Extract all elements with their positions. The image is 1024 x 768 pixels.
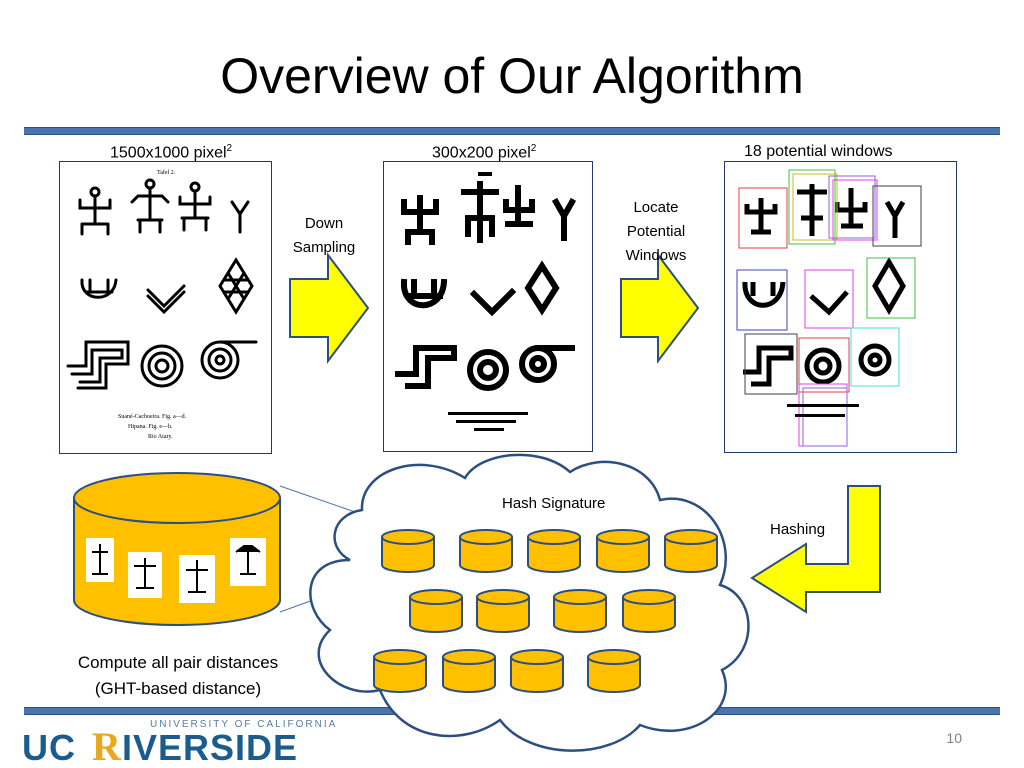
glyph-h [66,340,130,390]
panel-3-label: 18 potential windows [744,143,893,160]
window-box [872,185,922,247]
bucket-row-1 [381,529,718,573]
figure-caption-1: Suané-Cachoeira. Fig. a—d. [118,414,187,420]
downsampled-figure [395,172,577,431]
bucket-row-3 [373,649,641,693]
glyph-g [218,257,254,315]
windows-figure [736,169,922,447]
svg-text:UNIVERSITY OF CALIFORNIA: UNIVERSITY OF CALIFORNIA [150,719,337,730]
hashing-label: Hashing [770,521,826,538]
glyph-f [146,284,186,315]
window-box [788,169,836,245]
downsampled-image-panel [383,161,593,452]
hash-bucket [442,649,496,693]
window-box [744,333,798,395]
original-image-panel: Tafel 2. [59,161,272,454]
hash-signature-title: Hash Signature [502,495,606,512]
window-box [850,327,900,387]
glyph-d [230,200,250,234]
hash-bucket [527,529,581,573]
glyph-b [130,178,170,234]
hash-bucket [459,529,513,573]
figure-caption-2: Hipana. Fig. e—h. [128,424,173,430]
database-glyph-thumbnails [86,538,266,603]
hash-bucket [510,649,564,693]
ucr-logo: UNIVERSITY OF CALIFORNIA UC R IVERSIDE [22,717,402,768]
figure-header: Tafel 2. [157,169,176,176]
svg-text:R: R [92,724,122,763]
window-box [866,257,916,319]
svg-text:UC: UC [22,727,76,763]
hash-bucket [587,649,641,693]
window-box [792,173,838,241]
distance-caption: Compute all pair distances (GHT-based di… [77,653,279,698]
slide-title: Overview of Our Algorithm [220,48,804,104]
ucr-logo-mark: UNIVERSITY OF CALIFORNIA UC R IVERSIDE [22,719,337,768]
window-box [798,337,850,393]
panel-2-label: 300x200 pixel2 [432,143,537,162]
potential-windows-panel [724,161,957,453]
glyph-a [78,186,112,236]
bucket-row-2 [409,589,676,633]
hash-bucket [664,529,718,573]
hash-bucket [553,589,607,633]
page-number: 10 [946,730,962,746]
glyph-k [200,340,258,380]
figure-caption-3: Rio Aiary. [148,434,173,440]
petroglyph-figure: Tafel 2. [66,169,258,440]
hash-bucket [622,589,676,633]
glyph-c [178,181,212,232]
hash-bucket [373,649,427,693]
hash-bucket [409,589,463,633]
panel-1-label: 1500x1000 pixel2 [110,143,233,162]
window-box [738,187,788,249]
window-box [828,175,876,239]
window-box [736,269,788,331]
hash-bucket [596,529,650,573]
glyph-i [140,344,184,388]
window-box [804,269,854,329]
glyph-e [80,278,118,299]
hash-bucket [381,529,435,573]
top-divider [24,127,1000,135]
window-box [832,179,878,241]
svg-text:IVERSIDE: IVERSIDE [122,727,298,763]
hash-bucket [476,589,530,633]
